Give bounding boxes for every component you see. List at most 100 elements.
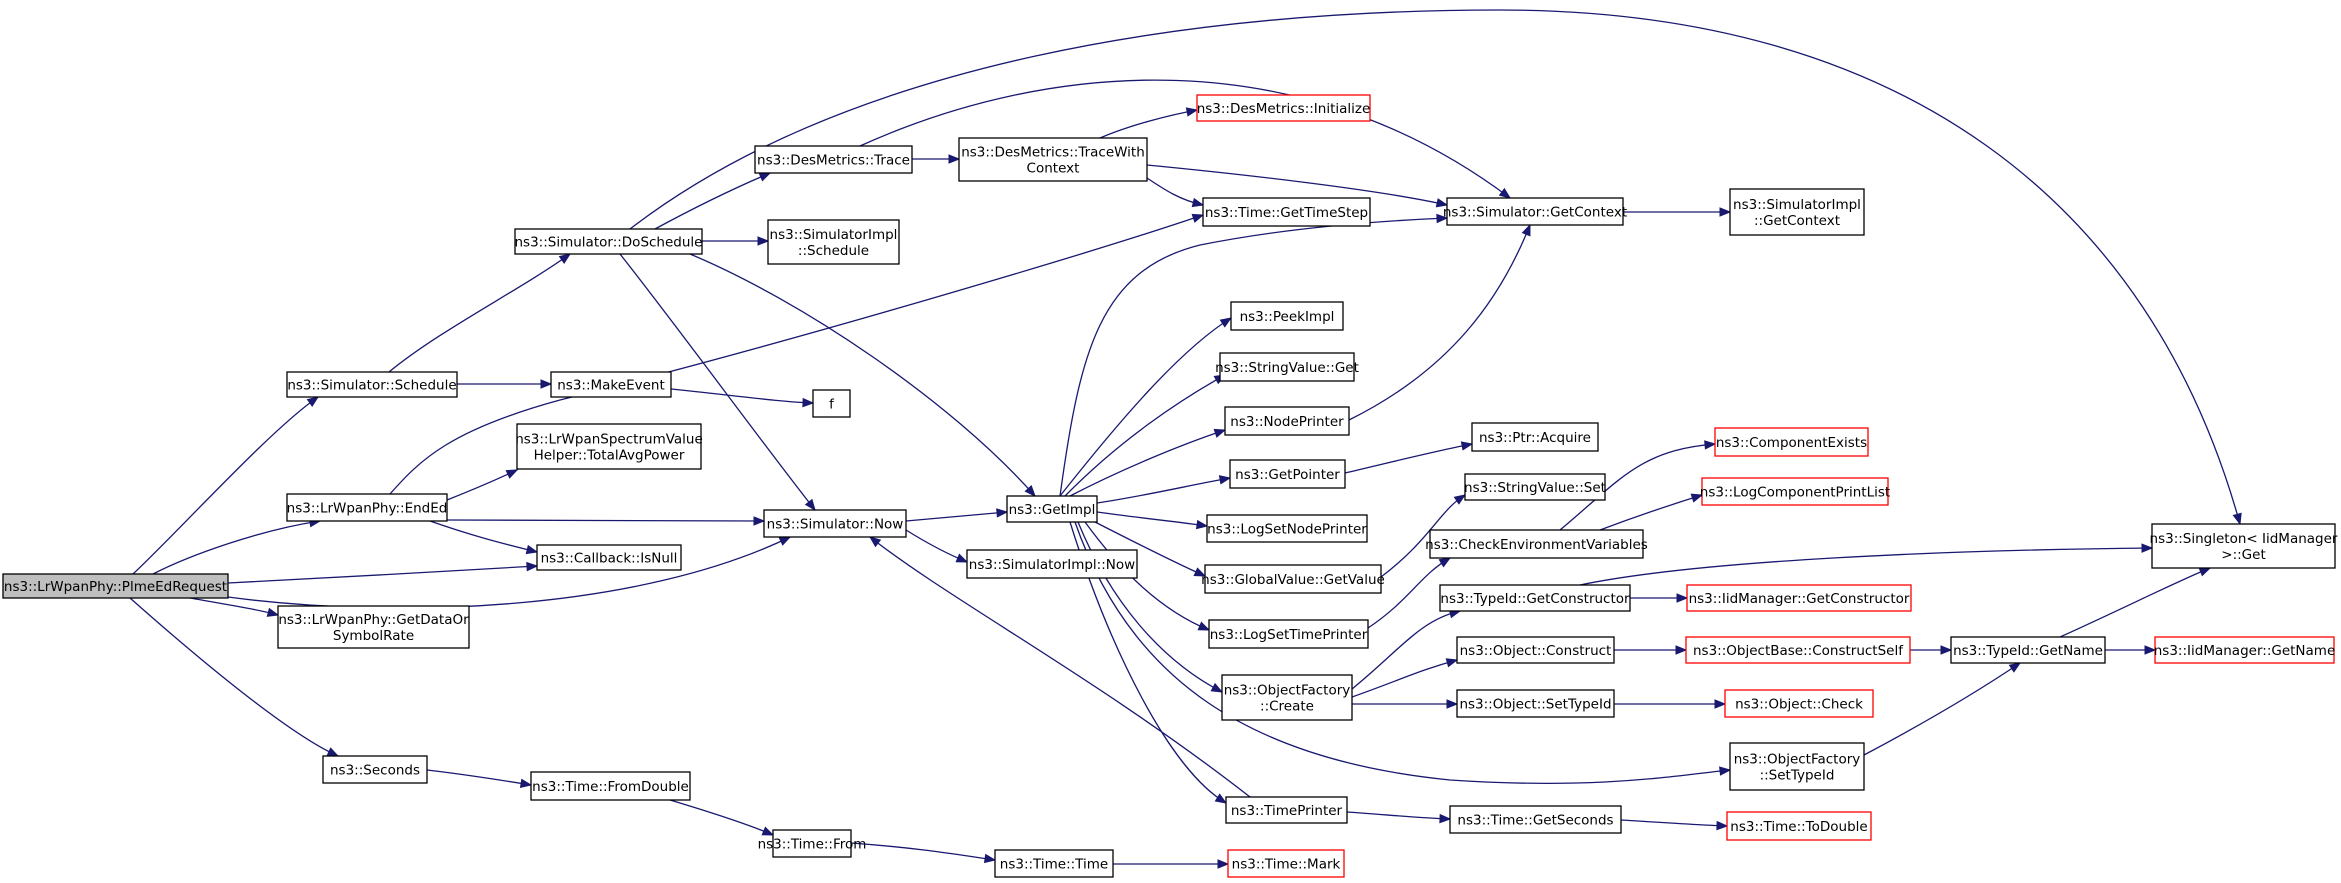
node-box [1685, 636, 1911, 664]
node-seconds[interactable]: ns3::Seconds [322, 755, 428, 784]
edge-line [1059, 217, 1448, 497]
node-timefrom[interactable]: ns3::Time::From [758, 829, 867, 858]
node-objcheck[interactable]: ns3::Object::Check [1724, 689, 1874, 718]
node-globalget[interactable]: ns3::GlobalValue::GetValue [1201, 564, 1385, 594]
node-logsetnode[interactable]: ns3::LogSetNodePrinter [1206, 514, 1368, 543]
edge-getimpl-to-getcontext [1059, 213, 1449, 497]
edge-root-to-isnull [227, 561, 539, 584]
node-box [1208, 619, 1369, 649]
node-label: ns3::TypeId::GetName [1953, 643, 2103, 659]
node-iidgetname[interactable]: ns3::IidManager::GetName [2154, 636, 2336, 664]
node-objbasector[interactable]: ns3::ObjectBase::ConstructSelf [1685, 636, 1911, 664]
node-logsettime[interactable]: ns3::LogSetTimePrinter [1208, 619, 1369, 649]
node-timemark[interactable]: ns3::Time::Mark [1227, 849, 1345, 878]
node-box [2151, 523, 2336, 569]
node-timetodouble[interactable]: ns3::Time::ToDouble [1726, 811, 1872, 841]
node-strvalset[interactable]: ns3::StringValue::Set [1464, 473, 1606, 501]
node-totalavg[interactable]: ns3::LrWpanSpectrumValueHelper::TotalAvg… [515, 423, 703, 470]
node-logcompprint[interactable]: ns3::LogComponentPrintList [1700, 477, 1890, 506]
edge-line [859, 79, 1511, 199]
node-timeprinter[interactable]: ns3::TimePrinter [1225, 796, 1348, 824]
node-label: ns3::Ptr::Acquire [1479, 430, 1591, 446]
node-desmtrace[interactable]: ns3::DesMetrics::Trace [754, 145, 913, 174]
edge-tracewith-to-getcontext [1146, 164, 1449, 208]
arrowhead [1218, 475, 1232, 485]
edge-line [1084, 521, 1210, 631]
arrowhead [1460, 441, 1474, 451]
node-strvalget[interactable]: ns3::StringValue::Get [1215, 352, 1359, 382]
node-timetime[interactable]: ns3::Time::Time [994, 849, 1114, 878]
edge-line [689, 253, 1036, 497]
node-schedule[interactable]: ns3::Simulator::Schedule [286, 371, 458, 398]
edge-getimpl-to-peekimpl [1059, 317, 1233, 497]
edge-line [1559, 443, 1716, 531]
edge-getimpl-to-logsettime [1084, 521, 1211, 631]
arrowhead [1435, 198, 1449, 208]
node-simimplnow[interactable]: ns3::SimulatorImpl::Now [966, 549, 1138, 579]
node-box [530, 771, 691, 801]
node-fromdouble[interactable]: ns3::Time::FromDouble [530, 771, 691, 801]
edge-schedule-to-makeevent [457, 379, 553, 389]
edge-doschedule-to-now [619, 253, 816, 512]
node-box [1686, 584, 1912, 612]
arrowhead [1676, 593, 1689, 603]
node-isnull[interactable]: ns3::Callback::IsNull [536, 544, 682, 571]
node-simimplctx[interactable]: ns3::SimulatorImpl::GetContext [1729, 188, 1865, 236]
node-label: ns3::Time::FromDouble [532, 779, 689, 795]
node-typeidgetctor[interactable]: ns3::TypeId::GetConstructor [1439, 584, 1631, 612]
node-label: >::Get [2221, 547, 2265, 563]
node-nodeprinter[interactable]: ns3::NodePrinter [1224, 406, 1350, 436]
node-singleton[interactable]: ns3::Singleton< IidManager>::Get [2150, 523, 2338, 569]
edge-line [1146, 164, 1448, 206]
edge-timetime-to-timemark [1113, 859, 1230, 869]
edge-ended-to-totalavg [446, 469, 519, 501]
node-typeidgetname[interactable]: ns3::TypeId::GetName [1950, 636, 2106, 664]
node-box [536, 544, 682, 571]
edge-schedule-to-doschedule [388, 253, 572, 373]
arrowhead [1191, 213, 1205, 223]
node-getpointer[interactable]: ns3::GetPointer [1229, 459, 1346, 489]
edge-globalget-to-strvalset [1380, 494, 1467, 578]
node-box [286, 371, 458, 398]
edge-line [227, 565, 538, 584]
node-timegetsec[interactable]: ns3::Time::GetSeconds [1449, 805, 1622, 834]
node-peekimpl[interactable]: ns3::PeekImpl [1230, 301, 1344, 331]
arrowhead [1719, 207, 1732, 217]
node-iidgetctor[interactable]: ns3::IidManager::GetConstructor [1686, 584, 1912, 612]
node-objfactsettid[interactable]: ns3::ObjectFactory::SetTypeId [1729, 742, 1865, 791]
node-objconstruct[interactable]: ns3::Object::Construct [1456, 636, 1615, 664]
node-getcontext[interactable]: ns3::Simulator::GetContext [1443, 197, 1627, 226]
edge-timeprinter-to-now [868, 536, 1251, 798]
node-label: ns3::TypeId::GetConstructor [1440, 591, 1630, 607]
node-root[interactable]: ns3::LrWpanPhy::PlmeEdRequest [2, 573, 229, 599]
node-ptracquire[interactable]: ns3::Ptr::Acquire [1471, 422, 1599, 452]
node-label: ns3::LrWpanPhy::GetDataOr [278, 612, 469, 628]
edge-now-to-getimpl [905, 508, 1009, 522]
node-box [1729, 188, 1865, 236]
node-doschedule[interactable]: ns3::Simulator::DoSchedule [514, 228, 703, 255]
node-label: ns3::LrWpanPhy::PlmeEdRequest [4, 579, 227, 595]
edge-line [1096, 511, 1208, 527]
node-gettimestep[interactable]: ns3::Time::GetTimeStep [1202, 197, 1371, 227]
edge-line [1348, 224, 1531, 421]
node-compexists[interactable]: ns3::ComponentExists [1714, 427, 1869, 457]
node-objsettypeid[interactable]: ns3::Object::SetTypeId [1456, 689, 1615, 718]
node-simimplsched[interactable]: ns3::SimulatorImpl::Schedule [767, 219, 900, 265]
node-box [1204, 564, 1382, 594]
node-label: ns3::IidManager::GetConstructor [1689, 591, 1910, 607]
node-makeevent[interactable]: ns3::MakeEvent [550, 371, 672, 398]
edge-checkenv-to-logcompprint [1599, 493, 1704, 531]
node-getimpl[interactable]: ns3::GetImpl [1006, 495, 1098, 523]
node-checkenv[interactable]: ns3::CheckEnvironmentVariables [1425, 529, 1648, 559]
node-objfactcreate[interactable]: ns3::ObjectFactory::Create [1221, 674, 1353, 721]
node-desinit[interactable]: ns3::DesMetrics::Initialize [1196, 94, 1371, 122]
node-label: ns3::Simulator::GetContext [1443, 205, 1627, 221]
node-ended[interactable]: ns3::LrWpanPhy::EndEd [286, 493, 448, 522]
node-label: ns3::Simulator::Now [767, 517, 904, 533]
node-now[interactable]: ns3::Simulator::Now [763, 509, 907, 538]
node-box [1446, 197, 1624, 226]
node-f[interactable]: f [812, 389, 851, 418]
arrowhead [868, 536, 882, 548]
